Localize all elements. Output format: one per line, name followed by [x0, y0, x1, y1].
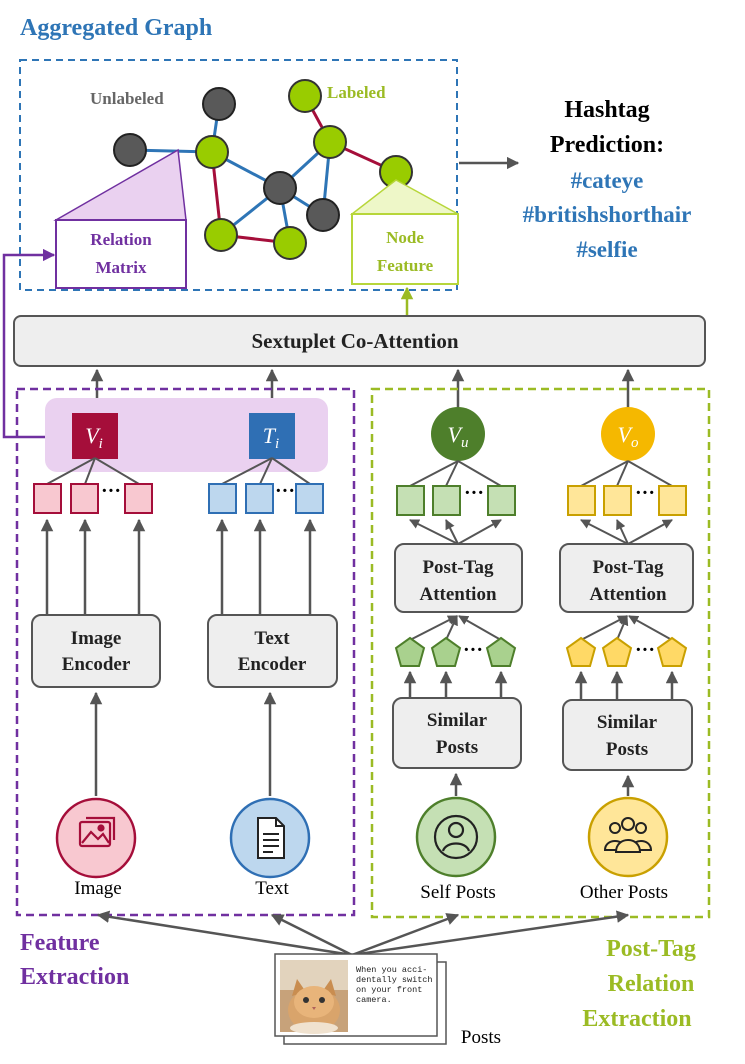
image-tokens: ··· [33, 457, 153, 514]
node-feature-box [351, 213, 459, 285]
other-similar-label-2: Posts [606, 739, 648, 760]
self-tokens: ··· [396, 460, 516, 516]
feature-extraction-label-1: Feature [20, 930, 100, 956]
posttag-extraction-label-1: Post-Tag [606, 936, 696, 962]
text-encoder-label-2: Encoder [238, 654, 307, 675]
self-similar-label-1: Similar [427, 710, 488, 731]
vi-label: Vi [85, 423, 103, 452]
self-similar-posts-box [392, 697, 522, 769]
encoder-output-arrows [40, 518, 317, 614]
self-similar-label-2: Posts [436, 737, 478, 758]
coattention-box [13, 315, 706, 367]
graph-nodes [113, 79, 413, 260]
posts-label: Posts [461, 1027, 501, 1048]
labeled-label: Labeled [327, 83, 386, 102]
posttag-extraction-label-3: Extraction [582, 1006, 691, 1032]
relation-matrix-label-1: Relation [90, 230, 152, 249]
unlabeled-node [306, 198, 340, 232]
image-encoder-box [31, 614, 161, 688]
other-tag-pentagons [565, 636, 688, 667]
other-similar-label-1: Similar [597, 712, 658, 733]
posttag-output-arrows [409, 519, 673, 545]
image-input-label: Image [74, 878, 121, 899]
posttag-extraction-label-2: Relation [608, 971, 695, 997]
other-pentagon-ellipsis: ··· [635, 639, 655, 661]
labeled-node [313, 125, 347, 159]
labeled-node [204, 218, 238, 252]
vu-vector [431, 407, 485, 461]
graph-frame [19, 59, 458, 291]
self-posttag-label-2: Attention [419, 584, 496, 605]
vi-vector [72, 413, 118, 459]
self-tag-pentagons [394, 636, 517, 667]
node-feature-callout [349, 179, 459, 215]
group-icon [603, 817, 653, 853]
similar-to-pentagon-arrows [403, 670, 679, 699]
feature-extraction-label-2: Extraction [20, 964, 129, 990]
relation-feedback-arrow [2, 248, 56, 439]
post-caption-3: on your front [356, 985, 422, 995]
graph-title: Aggregated Graph [20, 15, 212, 41]
svg-text:···: ··· [464, 482, 484, 504]
vo-vector [601, 407, 655, 461]
other-posts-label: Other Posts [580, 882, 668, 903]
ti-vector [249, 413, 295, 459]
hashtag-3: #selfie [576, 237, 637, 262]
unlabeled-label: Unlabeled [90, 89, 164, 108]
svg-text:···: ··· [275, 480, 295, 502]
image-encoder-label-1: Image [71, 628, 122, 649]
other-tokens: ··· [567, 460, 687, 516]
node-feature-label-1: Node [386, 228, 424, 247]
document-icon [257, 817, 285, 859]
svg-text:···: ··· [635, 482, 655, 504]
cat-photo [280, 960, 348, 1034]
text-encoder-box [207, 614, 338, 688]
image-icon [78, 816, 116, 848]
posttag-extraction-frame [370, 387, 711, 919]
feature-extraction-frame [15, 387, 356, 917]
other-posttag-label-1: Post-Tag [592, 557, 664, 578]
other-posttag-attention-box [559, 543, 694, 613]
text-tokens: ··· [208, 457, 324, 514]
other-posts-circle [587, 796, 669, 878]
unlabeled-node [263, 171, 297, 205]
labeled-node [195, 135, 229, 169]
text-encoder-label-1: Text [254, 628, 290, 649]
labeled-node [273, 226, 307, 260]
self-posttag-label-1: Post-Tag [422, 557, 494, 578]
ti-label: Ti [263, 423, 279, 452]
prediction-title-2: Prediction: [550, 132, 664, 158]
relation-matrix-box [55, 219, 187, 289]
self-pentagon-ellipsis: ··· [463, 639, 483, 661]
self-posttag-attention-box [394, 543, 523, 613]
hashtag-2: #britishshorthair [523, 202, 692, 227]
unlabeled-node [113, 133, 147, 167]
post-caption-1: When you acci- [356, 965, 427, 975]
post-caption-2: dentally switch [356, 975, 433, 985]
svg-text:···: ··· [101, 480, 121, 502]
user-icon [433, 814, 479, 860]
other-similar-posts-box [562, 699, 693, 771]
posts-distribution-arrows [96, 910, 630, 957]
node-feature-label-2: Feature [377, 256, 434, 275]
text-input-label: Text [255, 878, 289, 899]
post-caption-4: camera. [356, 995, 392, 1005]
hashtag-1: #cateye [571, 168, 644, 193]
vu-label: Vu [448, 422, 469, 451]
pentagon-to-attention-arrows [409, 615, 673, 641]
coattention-label: Sextuplet Co-Attention [251, 329, 458, 353]
labeled-node [288, 79, 322, 113]
relation-matrix-label-2: Matrix [96, 258, 147, 277]
vo-label: Vo [618, 422, 639, 451]
other-posttag-label-2: Attention [589, 584, 666, 605]
unlabeled-node [202, 87, 236, 121]
prediction-title-1: Hashtag [564, 97, 649, 123]
image-encoder-label-2: Encoder [62, 654, 131, 675]
self-posts-label: Self Posts [420, 882, 496, 903]
